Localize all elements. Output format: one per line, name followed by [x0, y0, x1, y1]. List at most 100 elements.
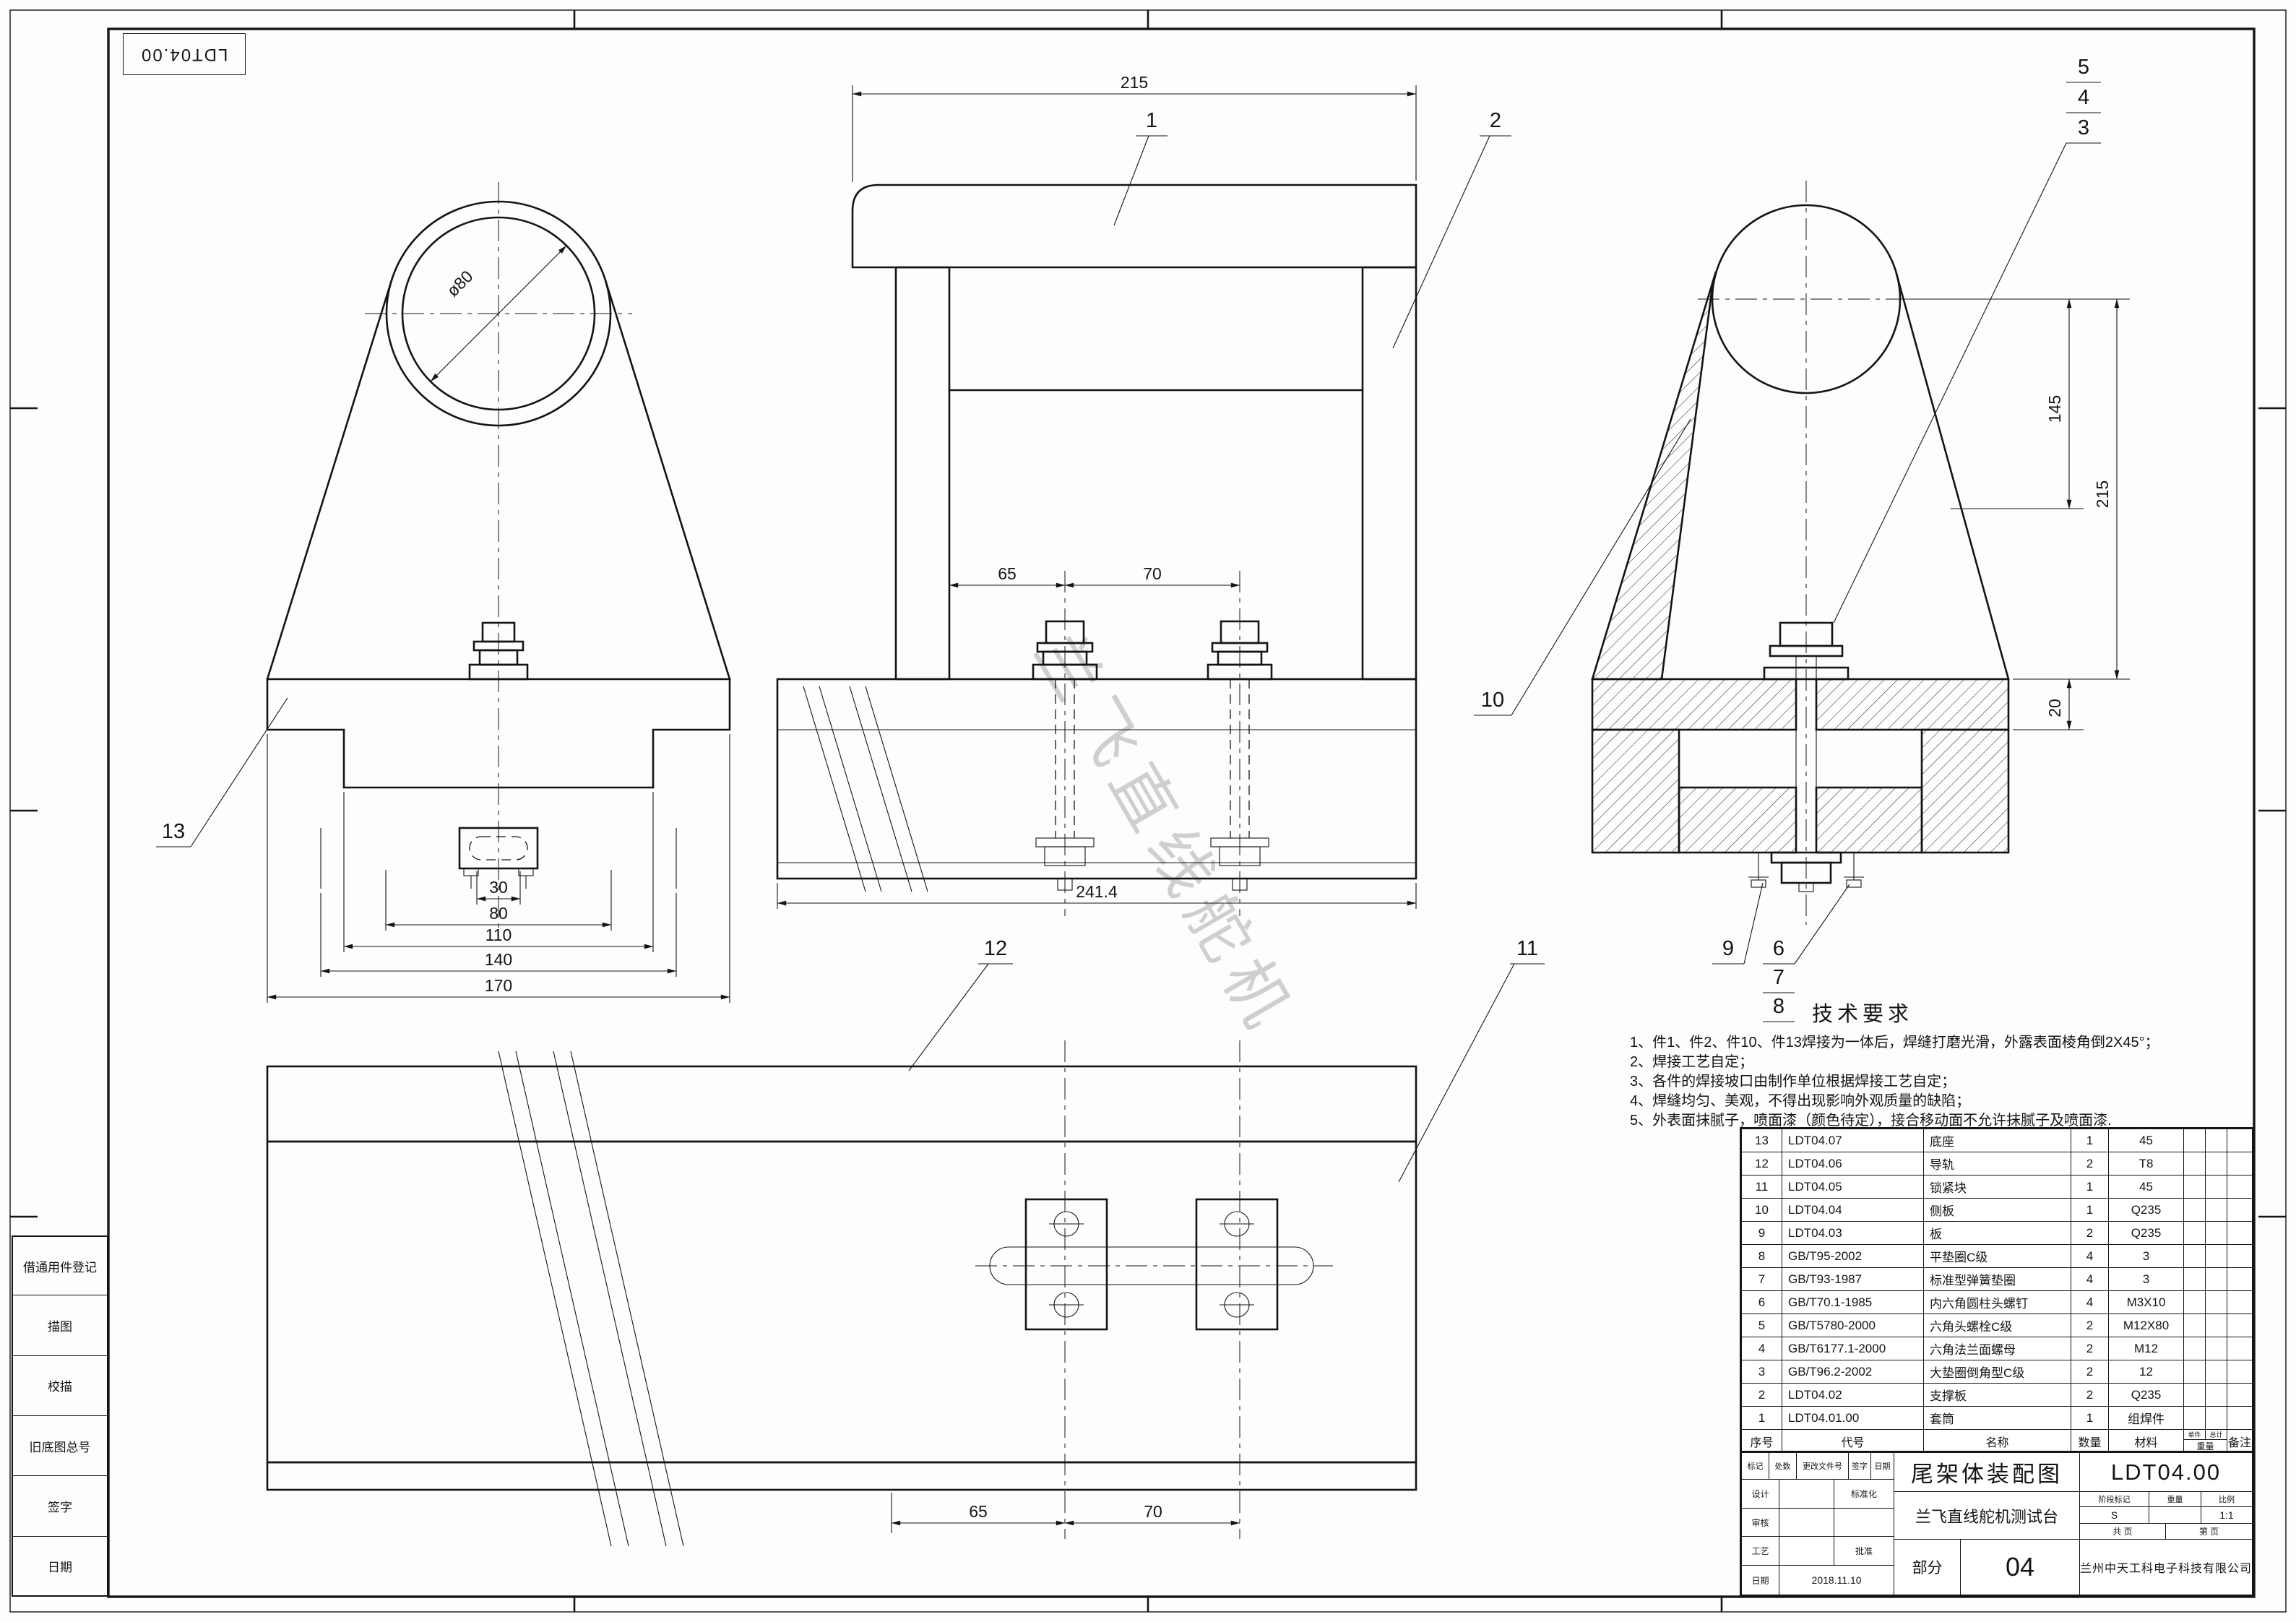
sig-process-signature	[1779, 1537, 1834, 1566]
corner-drawing-number: LDT04.00	[123, 33, 246, 75]
dim-80-label: 80	[489, 904, 508, 923]
balloon-6: 6	[1773, 937, 1784, 960]
bom-weight-unit	[2184, 1314, 2206, 1337]
section-row: 部分 04	[1894, 1540, 2079, 1595]
centering-marks	[10, 10, 2286, 1612]
sig-approve: 批准	[1855, 1546, 1873, 1557]
guide-rail-top	[266, 1065, 1417, 1143]
bom-material: 45	[2109, 1129, 2184, 1152]
balloon-12: 12	[984, 937, 1007, 960]
dim-241-label: 241.4	[1076, 882, 1118, 901]
sig-audit-extra	[1834, 1509, 1894, 1537]
bom-header-material: 材料	[2109, 1430, 2184, 1453]
left-support-plate	[894, 266, 951, 681]
bom-name: 锁紧块	[1924, 1175, 2071, 1199]
dim-65-label: 65	[998, 564, 1017, 583]
tech-req-item: 1、件1、件2、件10、件13焊接为一体后，焊缝打磨光滑，外露表面棱角倒2X45…	[1630, 1035, 2159, 1051]
bom-header-weight: 单件 总计 重量	[2184, 1430, 2227, 1453]
bom-remark	[2227, 1222, 2252, 1245]
sig-count: 处数	[1769, 1453, 1797, 1479]
bom-no: 9	[1742, 1222, 1782, 1245]
sleeve-bore-outer	[385, 200, 612, 427]
bom-row: 10 LDT04.04 侧板 1 Q235	[1742, 1199, 2252, 1222]
bom-header-code: 代号	[1782, 1430, 1924, 1453]
marks-grid: 阶段标记 重量 比例 S 1:1 共 页 第 页	[2079, 1492, 2252, 1540]
sheet-count-row: 共 页 第 页	[2080, 1524, 2252, 1539]
bom-weight-unit	[2184, 1337, 2206, 1360]
bom-material: Q235	[2109, 1222, 2184, 1245]
margin-row-borrow: 借通用件登记	[13, 1237, 107, 1296]
dim-140-label: 140	[485, 950, 512, 969]
technical-requirements-title: 技术要求	[1812, 1003, 1914, 1026]
bom-name: 大垫圈倒角型C级	[1924, 1360, 2071, 1384]
bom-remark	[2227, 1175, 2252, 1199]
bom-weight-unit	[2184, 1129, 2206, 1152]
bom-name: 支撑板	[1924, 1384, 2071, 1407]
technical-requirements: 技术要求 1、件1、件2、件10、件13焊接为一体后，焊缝打磨光滑，外露表面棱角…	[1630, 997, 2256, 1131]
bom-weight-total	[2206, 1384, 2227, 1407]
bom-remark	[2227, 1199, 2252, 1222]
watermark-text: 兰飞直线舵机	[1022, 621, 1309, 1048]
bom-no: 12	[1742, 1152, 1782, 1175]
bom-header-row: 序号 代号 名称 数量 材料 单件 总计 重量 备注	[1742, 1430, 2252, 1453]
bom-code: LDT04.03	[1782, 1222, 1924, 1245]
bom-row: 6 GB/T70.1-1985 内六角圆柱头螺钉 4 M3X10	[1742, 1291, 2252, 1314]
sig-audit-row: 审核	[1742, 1508, 1894, 1537]
bom-name: 板	[1924, 1222, 2071, 1245]
bom-row: 2 LDT04.02 支撑板 2 Q235	[1742, 1384, 2252, 1407]
bom-qty: 2	[2071, 1337, 2109, 1360]
balloon-8: 8	[1773, 995, 1784, 1018]
bom-remark	[2227, 1314, 2252, 1337]
bom-code: LDT04.04	[1782, 1199, 1924, 1222]
bom-code: LDT04.06	[1782, 1152, 1924, 1175]
drawing-title: 尾架体装配图	[1894, 1453, 2079, 1492]
project-name: 兰飞直线舵机测试台	[1894, 1492, 2079, 1540]
bom-weight-unit	[2184, 1222, 2206, 1245]
bom-material: T8	[2109, 1152, 2184, 1175]
margin-row-oldno: 旧底图总号	[13, 1416, 107, 1477]
bom-qty: 1	[2071, 1175, 2109, 1199]
bom-code: GB/T70.1-1985	[1782, 1291, 1924, 1314]
bom-remark	[2227, 1407, 2252, 1430]
balloon-3: 3	[2078, 116, 2089, 139]
sig-header-row: 标记 处数 更改文件号 签字 日期	[1742, 1453, 1894, 1480]
bom-no: 3	[1742, 1360, 1782, 1384]
dim-70b-label: 70	[1144, 1502, 1162, 1521]
bom-code: GB/T96.2-2002	[1782, 1360, 1924, 1384]
bom-code: LDT04.01.00	[1782, 1407, 1924, 1430]
sig-date-row: 日期 2018.11.10	[1742, 1566, 1894, 1595]
balloon-7: 7	[1773, 966, 1784, 989]
bom-weight-unit	[2184, 1384, 2206, 1407]
top-beam	[851, 184, 1417, 269]
bom-weight-total	[2206, 1199, 2227, 1222]
bom-qty: 4	[2071, 1245, 2109, 1268]
balloon-9: 9	[1722, 937, 1734, 960]
bom-qty: 1	[2071, 1129, 2109, 1152]
bom-name: 套筒	[1924, 1407, 2071, 1430]
bom-row: 9 LDT04.03 板 2 Q235	[1742, 1222, 2252, 1245]
bom-code: GB/T6177.1-2000	[1782, 1337, 1924, 1360]
company-name: 兰州中天工科电子科技有限公司	[2079, 1563, 2252, 1575]
bom-weight-total	[2206, 1129, 2227, 1152]
bom-header-weight-total: 总计	[2209, 1431, 2223, 1438]
sheet-number: 第 页	[2198, 1527, 2219, 1537]
bom-code: GB/T93-1987	[1782, 1268, 1924, 1291]
bom-qty: 2	[2071, 1152, 2109, 1175]
tech-req-item: 2、焊接工艺自定；	[1630, 1054, 1754, 1070]
bom-remark	[2227, 1268, 2252, 1291]
bom-code: GB/T95-2002	[1782, 1245, 1924, 1268]
bom-row: 4 GB/T6177.1-2000 六角法兰面螺母 2 M12	[1742, 1337, 2252, 1360]
title-block-signatures: 标记 处数 更改文件号 签字 日期 设计 标准化 审核 工艺 批准 日期 201…	[1742, 1453, 1895, 1595]
bom-remark	[2227, 1291, 2252, 1314]
bom-row: 3 GB/T96.2-2002 大垫圈倒角型C级 2 12	[1742, 1360, 2252, 1384]
sig-doc-no: 更改文件号	[1797, 1453, 1849, 1479]
bom-qty: 4	[2071, 1268, 2109, 1291]
marks-value-row: S 1:1	[2079, 1507, 2252, 1524]
bom-qty: 1	[2071, 1407, 2109, 1430]
sig-mark: 标记	[1742, 1453, 1769, 1479]
bom-weight-unit	[2184, 1152, 2206, 1175]
tech-req-item: 3、各件的焊接坡口由制作单位根据焊接工艺自定；	[1630, 1074, 1956, 1090]
sig-standard: 标准化	[1851, 1488, 1878, 1499]
sig-design-row: 设计 标准化	[1742, 1479, 1894, 1509]
bom-material: M12	[2109, 1337, 2184, 1360]
